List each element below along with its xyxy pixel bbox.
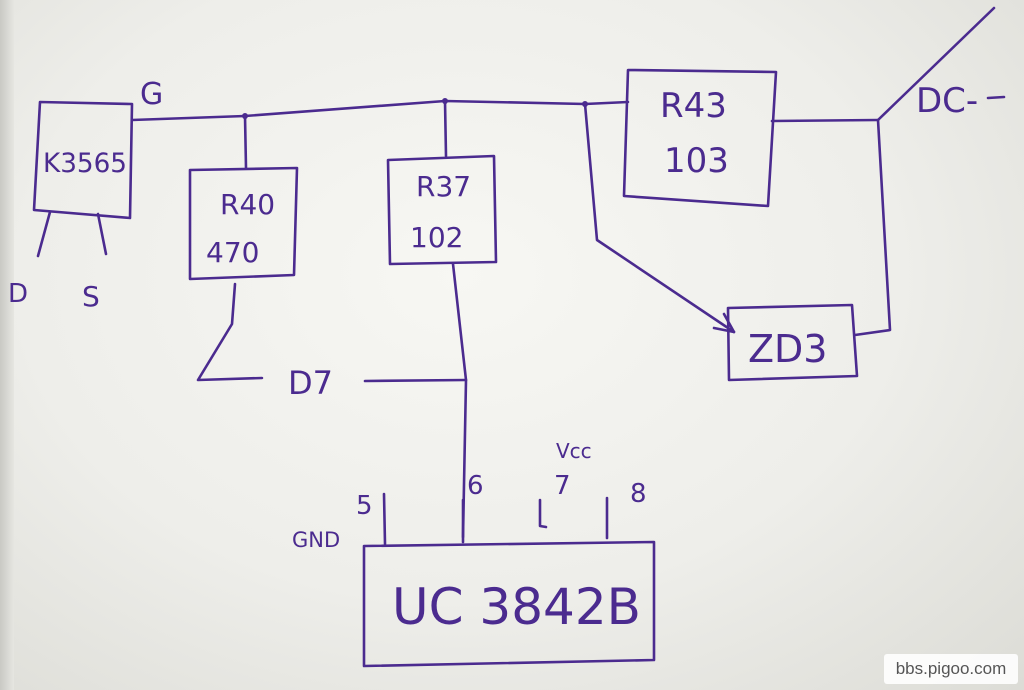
zd3-to-dc-wire	[853, 118, 892, 337]
r37-ref: R37	[416, 170, 471, 203]
ic-label: UC 3842B	[392, 578, 641, 636]
r37-top-wire	[443, 99, 448, 158]
gate-label: G	[140, 77, 163, 112]
gnd-label: GND	[292, 528, 340, 552]
r40-to-d7-wire	[196, 282, 264, 382]
d7-to-pin6-wire	[363, 378, 468, 383]
d7-label: D7	[288, 364, 333, 402]
mosfet-label: K3565	[43, 148, 127, 179]
r43-to-dc-wire	[770, 118, 880, 123]
r40-value: 470	[206, 236, 259, 269]
vcc-label: Vcc	[556, 439, 592, 463]
pin8-label: 8	[630, 479, 647, 509]
r43-ref: R43	[660, 86, 727, 126]
r37-to-pin6-wire	[451, 262, 468, 539]
r43-box	[622, 68, 778, 208]
zd3-label: ZD3	[748, 327, 827, 371]
r40-ref: R40	[220, 188, 275, 221]
mosfet-source-lead	[96, 212, 108, 256]
zd3-box	[726, 303, 859, 382]
gate-to-zd3-wire	[583, 102, 736, 334]
r40-box	[188, 166, 299, 281]
r40-top-wire	[243, 114, 248, 170]
pin7-lead	[538, 498, 548, 529]
dc-minus-label: DC-	[916, 81, 978, 121]
pin5-label: 5	[356, 491, 373, 521]
drain-label: D	[8, 279, 28, 309]
ic-box	[362, 540, 656, 668]
mosfet-box	[32, 100, 134, 220]
pin5-lead	[382, 492, 387, 546]
pin7-label: 7	[554, 471, 571, 501]
mosfet-drain-lead	[36, 210, 52, 258]
r43-value: 103	[664, 141, 729, 181]
dc-minus-bar	[986, 95, 1006, 100]
gate-bus-wire	[130, 99, 630, 122]
pin6-label: 6	[467, 471, 484, 501]
paper-edge-shadow	[0, 0, 14, 690]
source-label: S	[82, 280, 100, 313]
watermark: bbs.pigoo.com	[884, 654, 1018, 684]
r37-value: 102	[410, 221, 463, 254]
r37-box	[386, 154, 498, 266]
dc-minus-line	[876, 6, 996, 122]
